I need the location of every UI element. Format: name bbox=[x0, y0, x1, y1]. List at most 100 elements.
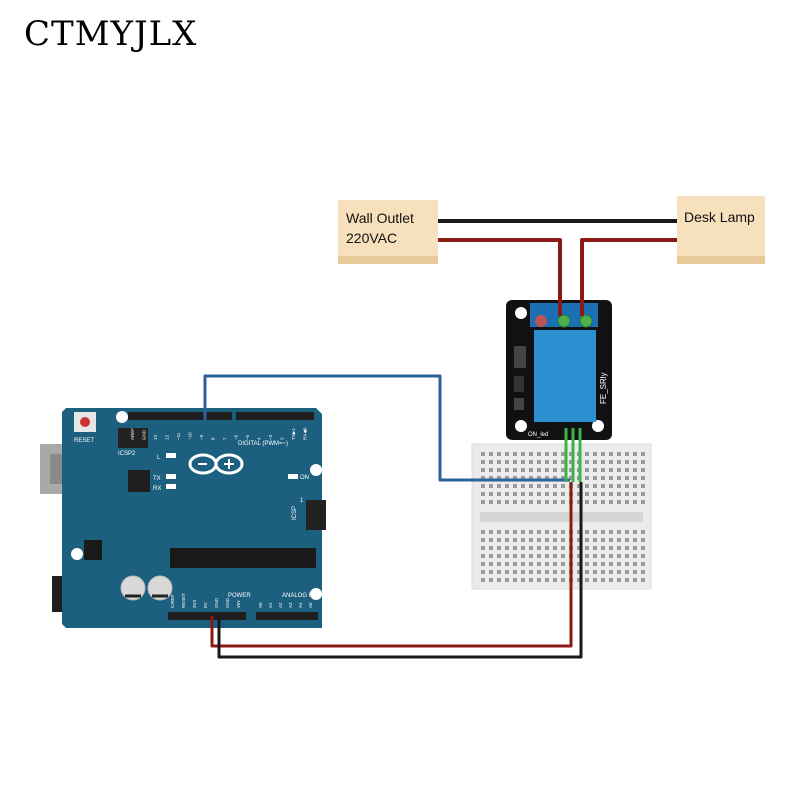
breadboard-hole bbox=[553, 530, 557, 534]
pin-label: 3V3 bbox=[192, 599, 197, 608]
breadboard-hole bbox=[521, 452, 525, 456]
breadboard-hole bbox=[561, 538, 565, 542]
breadboard-hole bbox=[617, 562, 621, 566]
analog-label: ANALOG IN bbox=[282, 593, 315, 599]
breadboard-hole bbox=[481, 554, 485, 558]
breadboard-hole bbox=[545, 546, 549, 550]
breadboard-hole bbox=[489, 554, 493, 558]
breadboard-hole bbox=[545, 460, 549, 464]
breadboard-hole bbox=[641, 570, 645, 574]
brand-watermark: CTMYJLX bbox=[24, 14, 198, 54]
breadboard-hole bbox=[593, 570, 597, 574]
breadboard-hole bbox=[561, 500, 565, 504]
breadboard-hole bbox=[569, 468, 573, 472]
breadboard-hole bbox=[513, 476, 517, 480]
breadboard-hole bbox=[577, 578, 581, 582]
breadboard-hole bbox=[513, 500, 517, 504]
breadboard-hole bbox=[521, 492, 525, 496]
breadboard-hole bbox=[505, 492, 509, 496]
breadboard-hole bbox=[497, 530, 501, 534]
breadboard-hole bbox=[585, 468, 589, 472]
pin-label: 4 bbox=[257, 437, 262, 440]
breadboard-hole bbox=[633, 546, 637, 550]
breadboard-hole bbox=[617, 554, 621, 558]
pin-label: A1 bbox=[268, 602, 273, 608]
breadboard-hole bbox=[593, 492, 597, 496]
breadboard-hole bbox=[497, 460, 501, 464]
breadboard-hole bbox=[505, 578, 509, 582]
breadboard-hole bbox=[537, 562, 541, 566]
pin-label: A2 bbox=[278, 602, 283, 608]
breadboard-hole bbox=[505, 570, 509, 574]
breadboard-hole bbox=[577, 492, 581, 496]
breadboard-hole bbox=[553, 452, 557, 456]
breadboard-hole bbox=[489, 484, 493, 488]
breadboard-hole bbox=[481, 468, 485, 472]
breadboard-hole bbox=[641, 554, 645, 558]
breadboard-hole bbox=[497, 578, 501, 582]
breadboard-hole bbox=[537, 492, 541, 496]
breadboard-hole bbox=[569, 476, 573, 480]
breadboard-hole bbox=[497, 476, 501, 480]
breadboard-hole bbox=[537, 538, 541, 542]
pin-label: 7 bbox=[222, 437, 227, 440]
breadboard-hole bbox=[505, 468, 509, 472]
breadboard-hole bbox=[625, 468, 629, 472]
breadboard-hole bbox=[545, 500, 549, 504]
diode bbox=[514, 346, 526, 368]
breadboard-hole bbox=[633, 476, 637, 480]
capacitor-1 bbox=[120, 575, 146, 601]
breadboard-hole bbox=[601, 452, 605, 456]
pin-label: ~9 bbox=[199, 434, 204, 440]
breadboard-hole bbox=[633, 554, 637, 558]
relay-module: FE_SRly ON_led bbox=[506, 300, 612, 440]
breadboard-hole bbox=[497, 468, 501, 472]
breadboard-hole bbox=[561, 562, 565, 566]
breadboard-hole bbox=[641, 476, 645, 480]
breadboard-hole bbox=[513, 460, 517, 464]
breadboard-hole bbox=[513, 562, 517, 566]
pin-label: ~5 bbox=[245, 434, 250, 440]
breadboard-hole bbox=[593, 484, 597, 488]
breadboard-hole bbox=[617, 460, 621, 464]
breadboard-hole bbox=[521, 554, 525, 558]
pin-label: 12 bbox=[165, 434, 170, 440]
breadboard-hole bbox=[529, 476, 533, 480]
breadboard-hole bbox=[593, 562, 597, 566]
breadboard-hole bbox=[609, 530, 613, 534]
digital-header-left bbox=[128, 412, 232, 420]
breadboard-hole bbox=[553, 570, 557, 574]
icsp-label: ICSP bbox=[292, 506, 298, 520]
breadboard-hole bbox=[625, 492, 629, 496]
breadboard-hole bbox=[481, 538, 485, 542]
breadboard-hole bbox=[481, 570, 485, 574]
breadboard-hole bbox=[513, 546, 517, 550]
breadboard-hole bbox=[513, 530, 517, 534]
breadboard-hole bbox=[545, 468, 549, 472]
breadboard-hole bbox=[585, 500, 589, 504]
breadboard-hole bbox=[505, 530, 509, 534]
terminal-screw-com bbox=[557, 314, 571, 328]
breadboard-hole bbox=[601, 570, 605, 574]
breadboard-hole bbox=[553, 492, 557, 496]
resistor bbox=[514, 398, 524, 410]
breadboard-hole bbox=[633, 484, 637, 488]
pin-label: 5V bbox=[203, 602, 208, 608]
power-label: POWER bbox=[228, 593, 251, 599]
wire-relay-lamp-red bbox=[580, 238, 677, 316]
breadboard-hole bbox=[585, 484, 589, 488]
breadboard-hole bbox=[529, 578, 533, 582]
breadboard-hole bbox=[561, 492, 565, 496]
breadboard-hole bbox=[505, 460, 509, 464]
breadboard-hole bbox=[633, 500, 637, 504]
breadboard-hole bbox=[481, 460, 485, 464]
breadboard-hole bbox=[625, 546, 629, 550]
breadboard-hole bbox=[633, 530, 637, 534]
breadboard-hole bbox=[529, 538, 533, 542]
breadboard-hole bbox=[625, 570, 629, 574]
transistor bbox=[514, 376, 524, 392]
breadboard-hole bbox=[625, 562, 629, 566]
breadboard-hole bbox=[609, 500, 613, 504]
